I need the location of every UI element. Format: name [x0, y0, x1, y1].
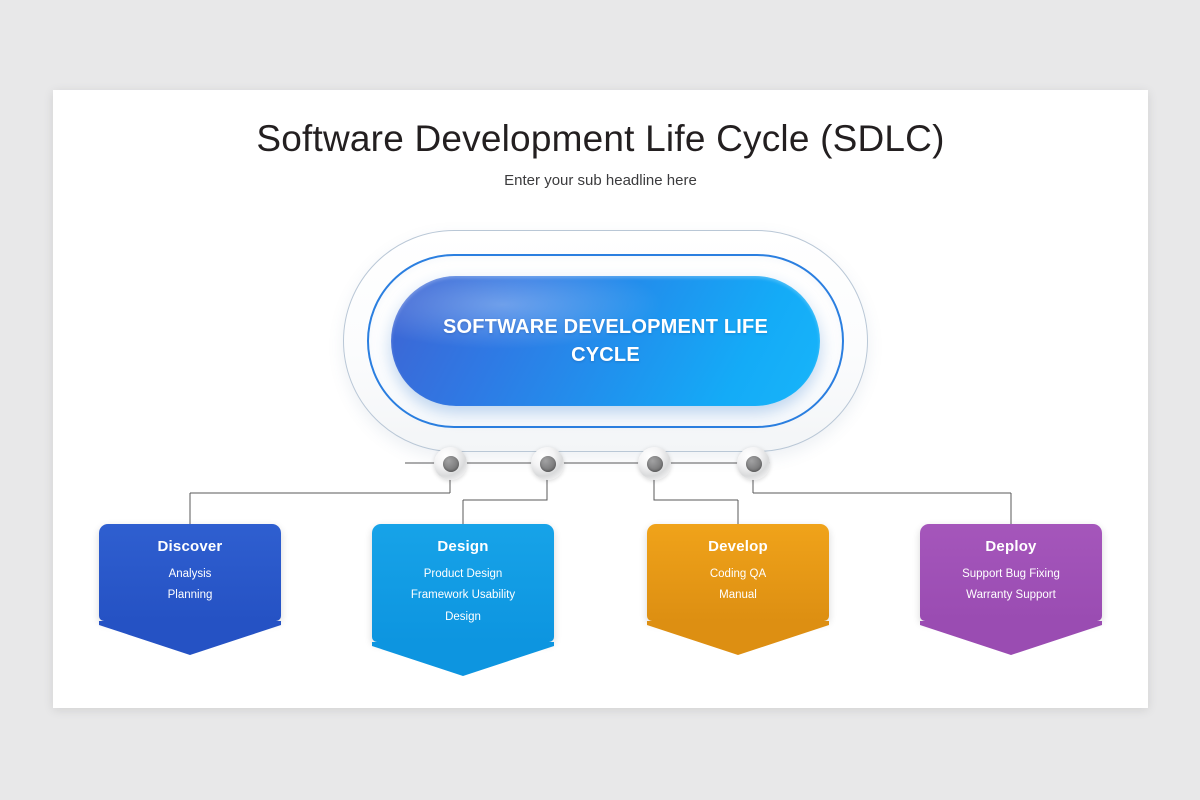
stage-line: Design — [445, 610, 481, 623]
stage-card-deploy[interactable]: Deploy Support Bug Fixing Warranty Suppo… — [920, 524, 1102, 655]
stage-line: Manual — [719, 589, 757, 602]
stage-card-body: Deploy Support Bug Fixing Warranty Suppo… — [920, 524, 1102, 621]
stage-card-tip — [920, 620, 1102, 655]
page-subtitle: Enter your sub headline here — [504, 172, 697, 189]
stage-line: Coding QA — [709, 568, 767, 580]
node-sphere-3[interactable] — [638, 447, 671, 480]
stage-card-body: Discover Analysis Planning — [99, 524, 281, 621]
hub-core-pill[interactable]: SOFTWARE DEVELOPMENT LIFE CYCLE — [391, 276, 820, 406]
elbow-2-horizontal — [463, 493, 548, 501]
stage-card-discover[interactable]: Discover Analysis Planning — [99, 524, 281, 655]
stage-line: Warranty Support — [966, 589, 1056, 602]
slide-canvas: Software Development Life Cycle (SDLC) E… — [53, 90, 1148, 708]
hub-label: SOFTWARE DEVELOPMENT LIFE CYCLE — [442, 315, 768, 366]
stage-title: Design — [437, 538, 489, 555]
page-title: Software Development Life Cycle (SDLC) — [256, 118, 945, 159]
stage-card-tip — [647, 620, 829, 655]
stage-card-tip — [372, 641, 554, 676]
stage-line: Analysis — [168, 568, 212, 580]
stage-card-body: Design Product Design Framework Usabilit… — [372, 524, 554, 642]
stage-title: Develop — [708, 538, 768, 555]
central-hub[interactable]: SOFTWARE DEVELOPMENT LIFE CYCLE — [343, 230, 868, 465]
node-sphere-2[interactable] — [531, 447, 564, 480]
stage-title: Discover — [157, 538, 223, 555]
stage-card-tip — [99, 620, 281, 655]
stage-title: Deploy — [985, 538, 1037, 555]
stage-line: Framework Usability — [410, 589, 516, 602]
node-sphere-4[interactable] — [737, 447, 770, 480]
stage-line: Planning — [167, 589, 213, 602]
stage-line: Support Bug Fixing — [962, 568, 1060, 580]
stage-card-body: Develop Coding QA Manual — [647, 524, 829, 621]
elbow-3-horizontal — [653, 493, 738, 501]
node-sphere-1[interactable] — [434, 447, 467, 480]
stage-card-design[interactable]: Design Product Design Framework Usabilit… — [372, 524, 554, 676]
stage-line: Product Design — [423, 568, 503, 580]
stage-card-develop[interactable]: Develop Coding QA Manual — [647, 524, 829, 655]
